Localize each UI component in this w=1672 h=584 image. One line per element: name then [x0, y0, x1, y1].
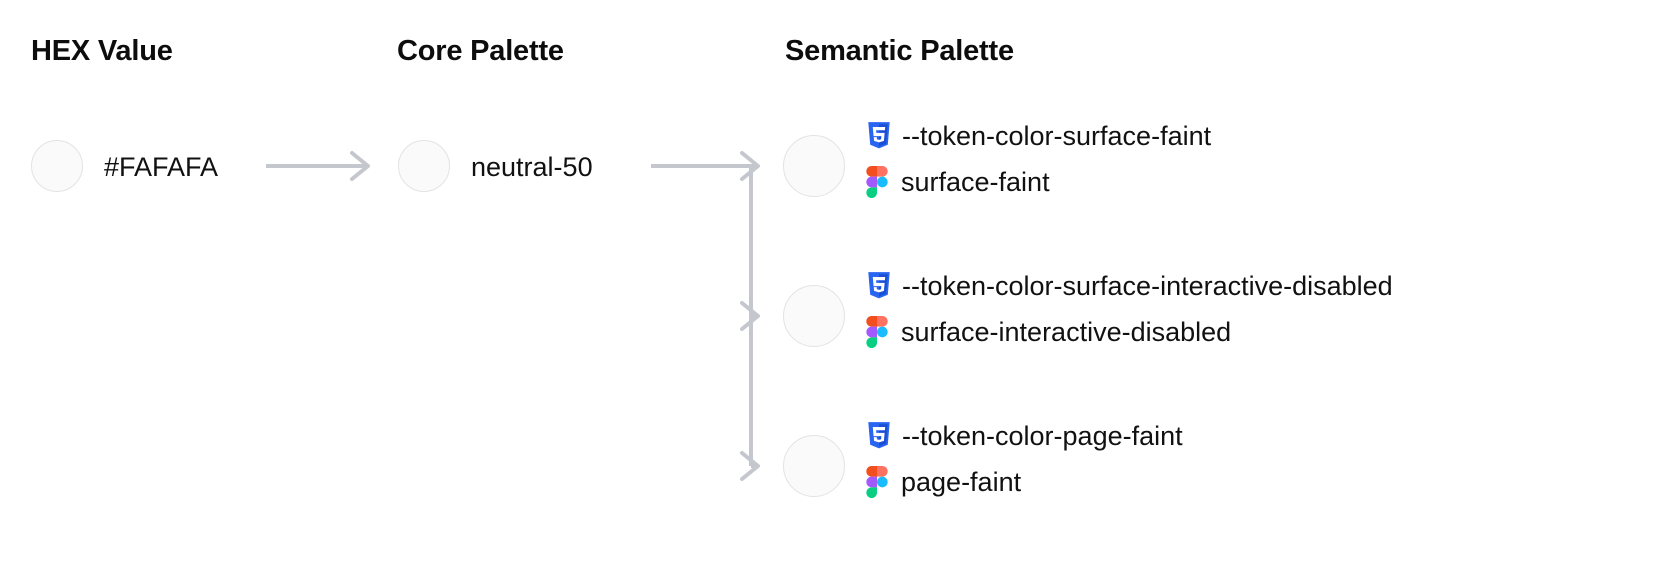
figma-icon	[866, 316, 888, 348]
css3-icon	[868, 272, 890, 299]
figma-icon	[866, 466, 888, 498]
swatch-core-palette	[398, 140, 450, 192]
swatch-semantic-token-1	[783, 285, 845, 347]
column-heading-semantic-palette: Semantic Palette	[785, 35, 1014, 67]
arrow-right-icon	[266, 151, 370, 181]
core-palette-label: neutral-50	[471, 152, 593, 182]
css-variable-name: --token-color-page-faint	[902, 420, 1183, 451]
hex-value-label: #FAFAFA	[104, 152, 219, 182]
css-variable-line: --token-color-surface-interactive-disabl…	[866, 263, 1393, 309]
swatch-hex-value	[31, 140, 83, 192]
css3-icon	[868, 122, 890, 149]
semantic-token-row: --token-color-surface-interactive-disabl…	[866, 263, 1393, 355]
swatch-semantic-token-0	[783, 135, 845, 197]
css3-icon	[868, 422, 890, 449]
figma-token-line: page-faint	[866, 459, 1183, 505]
css-variable-line: --token-color-page-faint	[866, 413, 1183, 459]
figma-token-line: surface-faint	[866, 159, 1211, 205]
column-heading-core-palette: Core Palette	[397, 35, 564, 67]
css-variable-name: --token-color-surface-faint	[902, 120, 1212, 151]
branching-arrow-icon	[651, 151, 760, 481]
figma-token-name: surface-interactive-disabled	[901, 316, 1232, 347]
semantic-token-row: --token-color-surface-faint surface-fain…	[866, 113, 1211, 205]
css-variable-line: --token-color-surface-faint	[866, 113, 1211, 159]
figma-token-name: page-faint	[901, 466, 1022, 497]
figma-icon	[866, 166, 888, 198]
swatch-semantic-token-2	[783, 435, 845, 497]
figma-token-line: surface-interactive-disabled	[866, 309, 1393, 355]
semantic-token-row: --token-color-page-faint page-faint	[866, 413, 1183, 505]
figma-token-name: surface-faint	[901, 166, 1050, 197]
css-variable-name: --token-color-surface-interactive-disabl…	[902, 270, 1393, 301]
column-heading-hex-value: HEX Value	[31, 35, 173, 67]
